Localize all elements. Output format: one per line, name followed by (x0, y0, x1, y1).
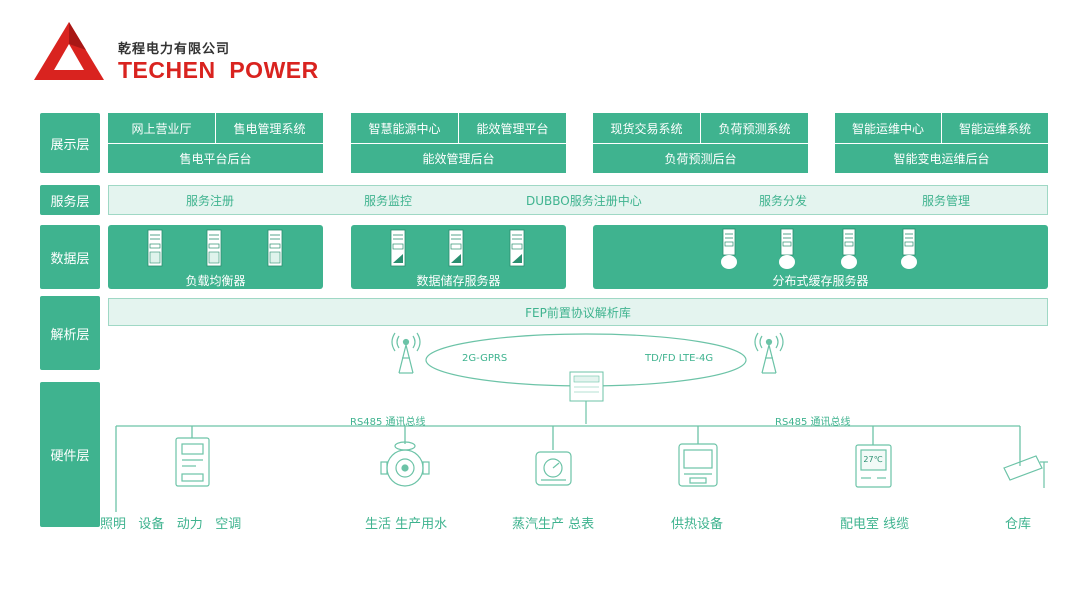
display-group-2: 智慧能源中心 能效管理平台 能效管理后台 (351, 113, 566, 173)
temperature-sensor-icon (855, 444, 892, 488)
display-backend[interactable]: 能效管理后台 (351, 144, 566, 173)
display-group-1: 网上营业厅 售电管理系统 售电平台后台 (108, 113, 323, 173)
display-backend[interactable]: 智能变电运维后台 (835, 144, 1048, 173)
data-block-label: 分布式缓存服务器 (772, 274, 869, 288)
display-backend[interactable]: 售电平台后台 (108, 144, 323, 173)
service-item[interactable]: DUBBO服务注册中心 (526, 194, 642, 208)
company-logo-icon (34, 22, 104, 80)
antenna-icon (391, 332, 421, 374)
device-label: 配电室 线缆 (840, 517, 910, 532)
sensor-readout: 27℃ (863, 455, 882, 464)
company-name: 乾程电力有限公司 (118, 42, 231, 57)
display-item[interactable]: 现货交易系统 (593, 113, 700, 143)
display-item[interactable]: 负荷预测系统 (701, 113, 808, 143)
service-band (108, 185, 1048, 215)
display-backend[interactable]: 负荷预测后台 (593, 144, 808, 173)
display-item[interactable]: 智慧能源中心 (351, 113, 458, 143)
cache-server-block[interactable] (593, 225, 1048, 289)
device-label: 蒸汽生产 总表 (512, 517, 595, 532)
heat-meter-icon (678, 443, 718, 487)
display-group-4: 智能运维中心 智能运维系统 智能变电运维后台 (835, 113, 1048, 173)
water-meter-icon (380, 441, 430, 487)
service-item[interactable]: 服务分发 (759, 194, 808, 208)
display-item[interactable]: 网上营业厅 (108, 113, 215, 143)
steam-meter-icon (535, 451, 572, 486)
antenna-icon (754, 332, 784, 374)
layer-display: 展示层 (40, 113, 100, 173)
network-label-left: 2G-GPRS (462, 353, 508, 364)
service-item[interactable]: 服务监控 (364, 194, 413, 208)
display-item[interactable]: 智能运维系统 (942, 113, 1048, 143)
service-item[interactable]: 服务管理 (922, 194, 971, 208)
display-item[interactable]: 售电管理系统 (216, 113, 323, 143)
display-item[interactable]: 智能运维中心 (835, 113, 941, 143)
concentrator-icon (569, 371, 604, 424)
network-label-right: TD/FD LTE-4G (645, 353, 714, 364)
brand-name: TECHEN POWER (118, 57, 319, 83)
camera-icon (1003, 455, 1048, 488)
layer-parse: 解析层 (40, 296, 100, 370)
bus-label-right: RS485 通讯总线 (775, 417, 851, 428)
device-label: 照明 设备 动力 空调 (100, 517, 242, 532)
display-item[interactable]: 能效管理平台 (459, 113, 566, 143)
layer-hardware: 硬件层 (40, 382, 100, 527)
device-label: 仓库 (1005, 517, 1032, 532)
parse-band (108, 298, 1048, 326)
device-label: 生活 生产用水 (365, 517, 448, 532)
bus-label-left: RS485 通讯总线 (350, 417, 426, 428)
layer-service: 服务层 (40, 185, 100, 215)
electric-meter-icon (175, 437, 210, 487)
data-block-label: 数据储存服务器 (416, 274, 501, 288)
layer-data: 数据层 (40, 225, 100, 289)
service-item[interactable]: 服务注册 (186, 194, 235, 208)
data-block-label: 负载均衡器 (185, 274, 246, 288)
device-label: 供热设备 (671, 517, 724, 532)
display-group-3: 现货交易系统 负荷预测系统 负荷预测后台 (593, 113, 808, 173)
parse-band-label: FEP前置协议解析库 (525, 306, 631, 320)
